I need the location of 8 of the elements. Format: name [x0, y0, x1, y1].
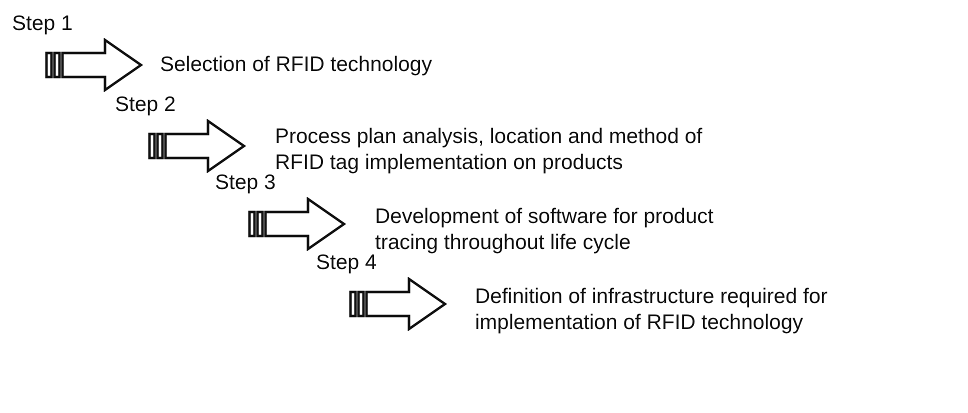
step-description: Definition of infrastructure required for implementation of RFID technology: [475, 284, 828, 336]
step-label: Step 2: [115, 93, 176, 117]
step-description: Process plan analysis, location and method of RFID tag implementation on products: [275, 124, 704, 176]
step-description: Selection of RFID technology: [160, 52, 433, 78]
step-label: Step 4: [316, 251, 377, 275]
step-description: Development of software for product tracing throughout life cycle: [375, 204, 715, 254]
step-label: Step 3: [215, 171, 276, 195]
step-label: Step 1: [12, 12, 73, 36]
